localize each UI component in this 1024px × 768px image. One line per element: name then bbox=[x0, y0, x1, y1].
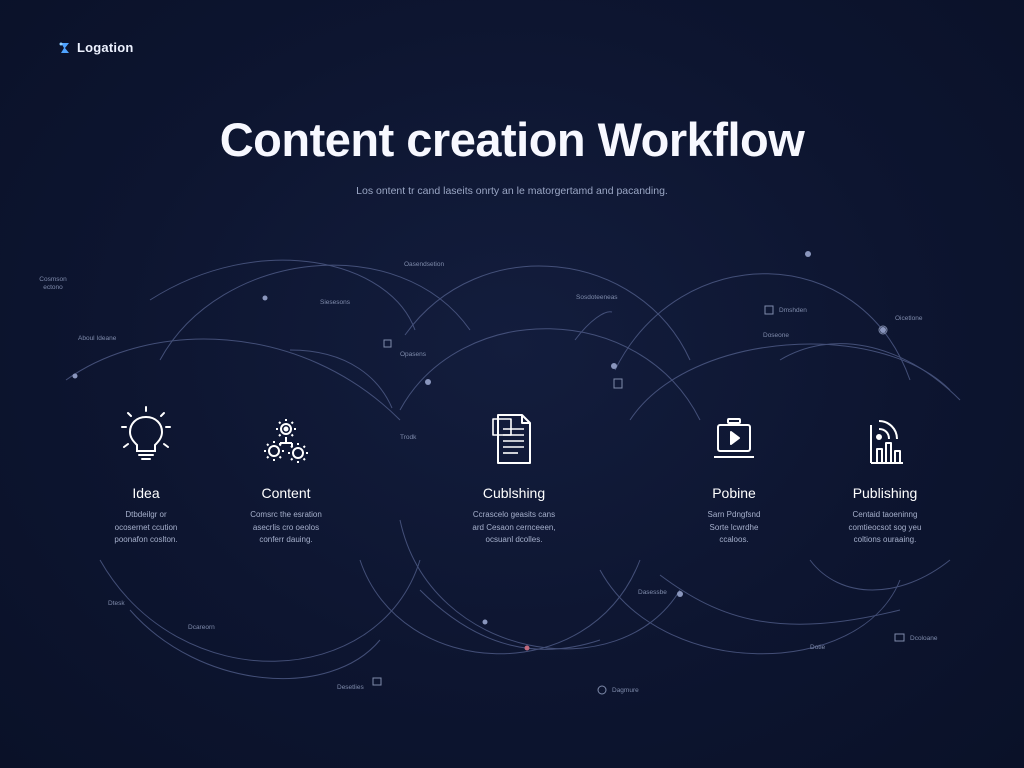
stage-label: Content bbox=[261, 485, 311, 501]
annotation-label: Dcoloane bbox=[910, 635, 938, 642]
signal-chart-icon bbox=[870, 420, 903, 464]
annotation-label: Desetlies bbox=[337, 684, 364, 691]
annotation-label: Trodk bbox=[400, 434, 417, 441]
stage-description: Comsrc the esration asecrlis cro oeolos … bbox=[250, 510, 322, 544]
annotation-label: Dmshden bbox=[779, 307, 807, 314]
stage-publishing-draft[interactable]: Cublshing Ccrascelo geasits cans ard Ces… bbox=[439, 405, 589, 547]
annotation-label: Doseone bbox=[763, 332, 790, 339]
annotation-label: Dotie bbox=[810, 644, 826, 651]
annotation-label: Dtesk bbox=[108, 600, 125, 607]
stage-description: Dtbdeilgr or ocosernet ccution poonafon … bbox=[114, 510, 178, 544]
annotation-label: Dcareorn bbox=[188, 624, 215, 631]
annotation-label: Dasessbe bbox=[638, 589, 667, 596]
stage-pobine[interactable]: Pobine Sarn Pdngfsnd Sorte lcwrdhe ccalo… bbox=[659, 405, 809, 547]
stage-label: Cublshing bbox=[482, 485, 546, 501]
logo-icon bbox=[59, 42, 69, 53]
document-icon bbox=[492, 414, 531, 464]
annotation-label: Dagmure bbox=[612, 687, 639, 694]
annotation-label: Opasens bbox=[400, 351, 427, 358]
annotation-label: Aboul Ideane bbox=[78, 335, 117, 342]
stage-label: Idea bbox=[132, 485, 160, 501]
logo[interactable]: Logation bbox=[58, 40, 133, 55]
gears-icon bbox=[264, 419, 308, 463]
annotation-label: Oasendsetion bbox=[404, 261, 445, 268]
logo-text: Logation bbox=[77, 40, 134, 55]
lightbulb-icon bbox=[121, 406, 171, 460]
stage-description: Sarn Pdngfsnd Sorte lcwrdhe ccaloos. bbox=[707, 510, 761, 544]
annotation-label: Siesesons bbox=[320, 299, 350, 306]
page-subtitle: Los ontent tr cand laseits onrty an le m… bbox=[356, 185, 668, 197]
annotation-label: Sosdoteeneas bbox=[576, 294, 618, 301]
stage-idea[interactable]: Idea Dtbdeilgr or ocosernet ccution poon… bbox=[71, 405, 221, 547]
stage-label: Publishing bbox=[852, 485, 918, 501]
stage-description: Ccrascelo geasits cans ard Cesaon cernce… bbox=[472, 510, 556, 544]
stage-publishing[interactable]: Publishing Centaid taoeninng comtieocsot… bbox=[810, 405, 960, 547]
stage-content[interactable]: Content Comsrc the esration asecrlis cro… bbox=[211, 405, 361, 547]
stage-label: Pobine bbox=[712, 485, 756, 501]
stage-description: Centaid taoeninng comtieocsot sog yeu co… bbox=[848, 510, 922, 544]
page-title: Content creation Workflow bbox=[219, 113, 805, 166]
annotation-label: Oicetlone bbox=[895, 315, 923, 322]
video-screen-icon bbox=[714, 418, 754, 458]
